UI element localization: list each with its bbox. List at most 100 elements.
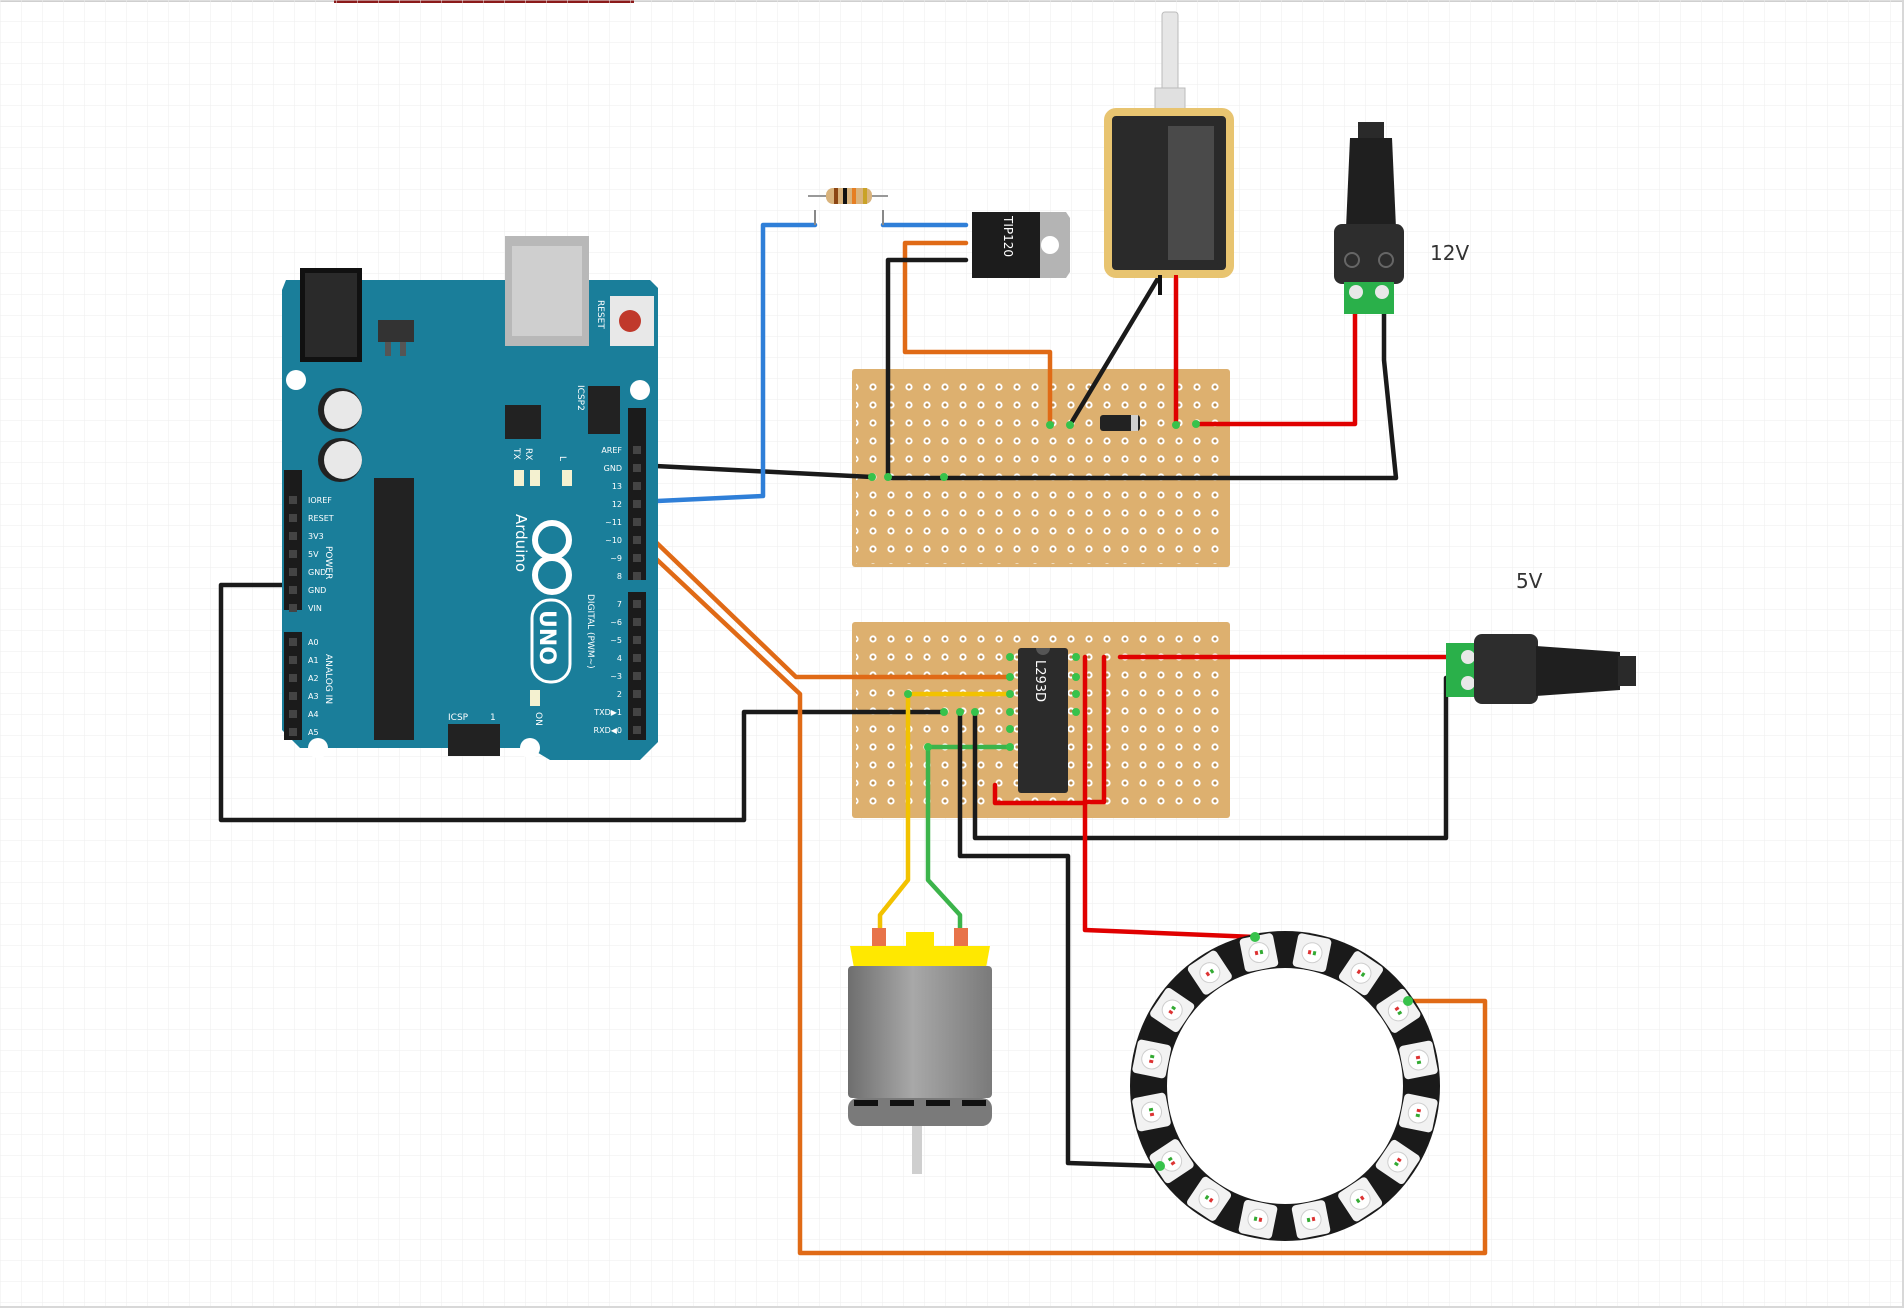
arduino-uno-board[interactable]: RESET ICSP2 xyxy=(282,236,658,760)
header-pin[interactable] xyxy=(633,464,641,472)
wire-transistor-emitter[interactable] xyxy=(885,257,1399,481)
header-pin[interactable] xyxy=(289,638,297,646)
neopixel-led xyxy=(1186,1176,1232,1221)
header-pin[interactable] xyxy=(633,554,641,562)
wire-pin12-to-resistor[interactable] xyxy=(633,222,818,505)
wire-driver-vcc[interactable] xyxy=(992,654,1088,806)
header-pin[interactable] xyxy=(633,726,641,734)
mount-hole xyxy=(308,738,328,758)
wire-pin11-to-driver[interactable] xyxy=(633,520,1013,680)
icsp-header[interactable] xyxy=(448,724,500,756)
pin-label: A2 xyxy=(308,674,319,683)
header-pin[interactable] xyxy=(289,674,297,682)
wire-gnd-to-top-board[interactable] xyxy=(633,462,875,480)
pin-label: 5V xyxy=(308,550,319,559)
arduino-brand-label: Arduino xyxy=(512,514,530,572)
uno-badge xyxy=(530,598,572,684)
solenoid[interactable] xyxy=(1104,11,1234,295)
pin-label: 4 xyxy=(617,654,622,663)
header-pin[interactable] xyxy=(289,550,297,558)
dc-jack-5v[interactable] xyxy=(1446,634,1636,704)
wire-solenoid-minus[interactable] xyxy=(1067,272,1163,428)
tip120-transistor[interactable]: TIP120 xyxy=(972,212,1070,278)
capacitor xyxy=(318,388,362,432)
l-led xyxy=(562,470,572,486)
mount-hole xyxy=(630,380,650,400)
icsp2-label: ICSP2 xyxy=(575,385,585,411)
mount-hole xyxy=(520,738,540,758)
neopixel-led xyxy=(1238,1199,1278,1239)
header-pin[interactable] xyxy=(633,636,641,644)
wire-12v-plus[interactable] xyxy=(1193,310,1358,427)
wire-ring-power[interactable] xyxy=(1082,654,1258,940)
reset-label: RESET xyxy=(595,300,605,329)
pin-label: ~10 xyxy=(605,536,622,545)
header-pin[interactable] xyxy=(633,708,641,716)
header-pin[interactable] xyxy=(289,710,297,718)
wire-ring-gnd[interactable] xyxy=(957,709,1163,1169)
stripboard-top[interactable] xyxy=(852,369,1230,567)
digital-header-top[interactable] xyxy=(628,408,646,580)
pin-label: 13 xyxy=(612,482,622,491)
wire-arduino-gnd-to-board[interactable] xyxy=(218,582,947,823)
header-pin[interactable] xyxy=(289,568,297,576)
transistor-label: TIP120 xyxy=(1001,215,1015,257)
wire-motor-green[interactable] xyxy=(925,744,1013,938)
dc-motor[interactable] xyxy=(848,928,992,1174)
wire-motor-yellow[interactable] xyxy=(877,691,1013,938)
header-pin[interactable] xyxy=(633,600,641,608)
pin-label: RESET xyxy=(308,514,334,523)
pin-label: TXD▶1 xyxy=(593,708,622,717)
icsp2-header[interactable] xyxy=(588,386,620,434)
rx-label: RX xyxy=(523,448,533,460)
wires xyxy=(218,222,1488,1256)
pin-label: 2 xyxy=(617,690,622,699)
diode[interactable] xyxy=(1100,415,1140,431)
header-pin[interactable] xyxy=(289,604,297,612)
l-label: L xyxy=(557,456,567,461)
pin-label: GND xyxy=(604,464,622,473)
l293d-driver-ic[interactable]: L293D xyxy=(1018,648,1068,793)
header-pin[interactable] xyxy=(289,496,297,504)
digital-header-bottom[interactable] xyxy=(628,592,646,740)
wire-pin10-to-ring[interactable] xyxy=(633,537,1488,1256)
driver-ic-label: L293D xyxy=(1032,660,1047,702)
uno-model-label: UNO xyxy=(534,610,559,665)
pin-label: RXD◀0 xyxy=(594,726,622,735)
wire-transistor-collector[interactable] xyxy=(902,240,1053,428)
on-led xyxy=(530,690,540,706)
header-pin[interactable] xyxy=(289,586,297,594)
dc-jack-12v[interactable] xyxy=(1334,122,1404,314)
neopixel-led xyxy=(1399,1040,1438,1080)
window-right-edge xyxy=(1902,0,1904,1308)
neopixel-led xyxy=(1398,1093,1438,1133)
header-pin[interactable] xyxy=(289,532,297,540)
tx-led xyxy=(514,470,524,486)
header-pin[interactable] xyxy=(633,672,641,680)
header-pin[interactable] xyxy=(633,618,641,626)
header-pin[interactable] xyxy=(633,482,641,490)
header-pin[interactable] xyxy=(633,572,641,580)
neopixel-led xyxy=(1187,950,1232,995)
header-pin[interactable] xyxy=(633,690,641,698)
header-pin[interactable] xyxy=(633,536,641,544)
pin-label: 12 xyxy=(612,500,622,509)
header-pin[interactable] xyxy=(289,728,297,736)
power-section-label: POWER xyxy=(323,546,333,579)
resistor[interactable] xyxy=(808,188,888,225)
header-pin[interactable] xyxy=(633,518,641,526)
header-pin[interactable] xyxy=(633,500,641,508)
pin-label: AREF xyxy=(601,446,622,455)
header-pin[interactable] xyxy=(289,656,297,664)
header-pin[interactable] xyxy=(289,692,297,700)
header-pin[interactable] xyxy=(633,654,641,662)
analog-header[interactable] xyxy=(284,632,302,740)
pin-label: A1 xyxy=(308,656,319,665)
header-pin[interactable] xyxy=(633,446,641,454)
header-pin[interactable] xyxy=(289,514,297,522)
pin-label: A3 xyxy=(308,692,319,701)
neopixel-led xyxy=(1132,1092,1171,1132)
neopixel-ring[interactable] xyxy=(1130,931,1440,1241)
neopixel-led xyxy=(1338,951,1384,996)
